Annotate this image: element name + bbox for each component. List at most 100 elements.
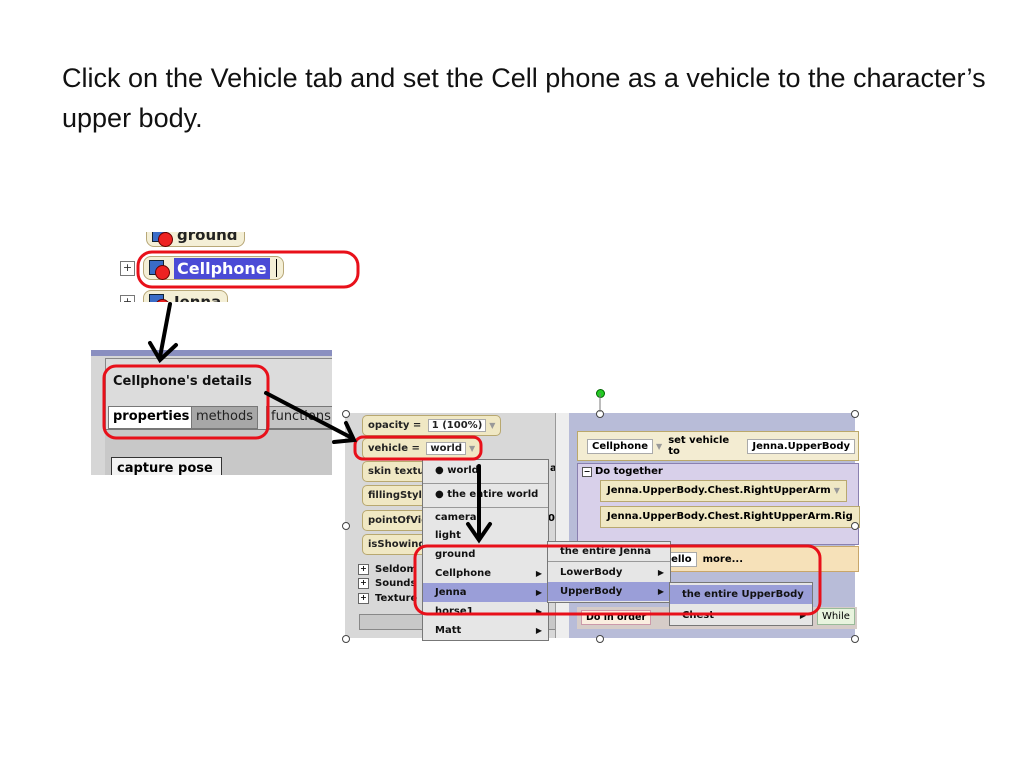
highlight-vehicle-property xyxy=(353,435,483,461)
tree-item-pill: Jenna xyxy=(143,290,229,302)
vehicle-value[interactable]: world xyxy=(426,442,466,455)
details-title: Cellphone's details xyxy=(113,374,252,389)
menu-item-upperbody[interactable]: UpperBody ▶ xyxy=(548,582,670,601)
tree-item-jenna[interactable]: + Jenna xyxy=(120,290,229,302)
editor-screenshot: opacity = 1 (100%)▼ vehicle = world▼ ski… xyxy=(345,413,860,641)
group-label: Seldom xyxy=(375,564,417,575)
upperbody-submenu: the entire UpperBody Chest▶ xyxy=(669,582,813,626)
panel-top-strip xyxy=(91,350,332,356)
tree-item-ground[interactable]: ground xyxy=(146,232,245,247)
clipped-letter: 0 xyxy=(548,513,555,524)
group-sounds[interactable]: + Sounds xyxy=(358,578,416,589)
menu-item-horse1[interactable]: horse1▶ xyxy=(423,602,548,621)
object-icon xyxy=(151,232,173,247)
object-icon xyxy=(148,291,170,302)
tree-item-label: Jenna xyxy=(174,293,222,302)
menu-item-label: UpperBody xyxy=(560,586,623,597)
menu-item-lowerbody[interactable]: LowerBody▶ xyxy=(548,563,670,582)
group-seldom[interactable]: + Seldom xyxy=(358,564,417,575)
expand-icon[interactable]: + xyxy=(358,578,369,589)
resize-handle[interactable] xyxy=(851,522,859,530)
submenu-arrow-icon: ▶ xyxy=(535,626,542,635)
menu-separator xyxy=(423,507,548,508)
tab-methods[interactable]: methods xyxy=(191,406,258,429)
submenu-arrow-icon: ▶ xyxy=(535,607,542,616)
collapse-icon[interactable]: − xyxy=(582,466,592,477)
menu-item-cellphone[interactable]: Cellphone▶ xyxy=(423,564,548,583)
resize-handle[interactable] xyxy=(342,522,350,530)
object-icon xyxy=(148,257,170,280)
dropdown-arrow-icon[interactable]: ▼ xyxy=(469,444,476,453)
submenu-arrow-icon: ▶ xyxy=(657,587,664,596)
more-button[interactable]: more... xyxy=(702,554,744,565)
expand-icon[interactable]: + xyxy=(358,564,369,575)
menu-item-entire-upperbody[interactable]: the entire UpperBody xyxy=(670,585,812,604)
statement-row[interactable]: Jenna.UpperBody.Chest.RightUpperArm▼ xyxy=(600,480,847,502)
highlight-menu-path xyxy=(413,544,822,616)
skin-texture-property[interactable]: skin textu xyxy=(362,461,431,482)
group-label: Texture xyxy=(375,593,418,604)
menu-item-entire-jenna[interactable]: the entire Jenna xyxy=(560,546,651,557)
menu-item-matt[interactable]: Matt ▶ xyxy=(423,621,548,640)
resize-handle[interactable] xyxy=(342,410,350,418)
text-caret xyxy=(275,259,277,277)
menu-item-camera[interactable]: camera xyxy=(435,512,477,523)
menu-item-light[interactable]: light xyxy=(435,530,461,541)
resize-handle[interactable] xyxy=(851,635,859,643)
arrow-head-2-icon xyxy=(332,421,358,444)
arrow-head-1-icon xyxy=(148,341,178,364)
resize-handle[interactable] xyxy=(342,635,350,643)
dropdown-arrow-icon[interactable]: ▼ xyxy=(489,421,496,430)
menu-item-label: LowerBody xyxy=(560,567,623,578)
bullet-icon: ● xyxy=(435,489,444,500)
menu-item-label: Jenna xyxy=(435,587,467,598)
menu-item-ground[interactable]: ground xyxy=(435,549,476,560)
dropdown-arrow-icon[interactable]: ▼ xyxy=(656,441,663,451)
target-chip[interactable]: Jenna.UpperBody xyxy=(747,438,855,454)
clipped-letter: a xyxy=(550,463,557,474)
menu-item-entire-world[interactable]: ● the entire world xyxy=(423,485,548,504)
details-panel: Cellphone's details properties methods f… xyxy=(91,350,332,475)
do-together-header[interactable]: −Do together xyxy=(582,466,663,477)
set-vehicle-statement[interactable]: Cellphone ▼ set vehicle to Jenna.UpperBo… xyxy=(587,435,855,457)
expand-icon[interactable]: + xyxy=(358,593,369,604)
equals-sign: = xyxy=(412,420,422,431)
while-block[interactable]: While xyxy=(817,608,855,625)
statement-row[interactable]: Jenna.UpperBody.Chest.RightUpperArm.Rig xyxy=(600,506,860,528)
menu-item-label: the entire world xyxy=(447,489,539,500)
object-chip[interactable]: Cellphone xyxy=(587,438,654,454)
do-together-label: Do together xyxy=(595,466,663,477)
tab-properties[interactable]: properties xyxy=(108,406,195,429)
menu-item-jenna[interactable]: Jenna ▶ xyxy=(423,583,548,602)
statement-verb: set vehicle to xyxy=(668,435,730,457)
menu-separator xyxy=(548,561,670,562)
highlight-details-tabs xyxy=(102,364,270,440)
arrow-shaft-2 xyxy=(264,391,354,440)
group-label: Sounds xyxy=(375,578,417,589)
expand-icon[interactable]: + xyxy=(120,294,135,302)
menu-item-world[interactable]: ● world xyxy=(423,461,548,480)
resize-handle[interactable] xyxy=(596,635,604,643)
dropdown-arrow-icon[interactable]: ▼ xyxy=(833,486,840,495)
tree-item-pill: Cellphone xyxy=(143,256,284,280)
expand-icon[interactable]: + xyxy=(120,260,135,276)
arrow-head-3-icon xyxy=(466,522,492,544)
resize-handle[interactable] xyxy=(851,410,859,418)
is-showing-property[interactable]: isShowing xyxy=(362,534,432,555)
tree-item-cellphone[interactable]: + Cellphone xyxy=(120,256,284,280)
property-name: vehicle xyxy=(368,443,408,454)
menu-separator xyxy=(423,483,548,484)
tree-item-label: ground xyxy=(177,232,238,244)
tree-item-label-selected: Cellphone xyxy=(174,257,270,279)
equals-sign: = xyxy=(411,443,420,454)
vehicle-dropdown-menu: ● world ● the entire world camera light … xyxy=(422,459,549,641)
highlight-cellphone xyxy=(136,250,360,289)
opacity-value[interactable]: 1 (100%) xyxy=(427,419,487,432)
instruction-text: Click on the Vehicle tab and set the Cel… xyxy=(62,63,986,133)
capture-pose-button[interactable]: capture pose xyxy=(111,457,222,475)
group-texture[interactable]: + Texture xyxy=(358,593,417,604)
property-name: opacity xyxy=(368,420,410,431)
menu-item-label: Matt xyxy=(435,625,462,636)
submenu-arrow-icon: ▶ xyxy=(535,588,542,597)
